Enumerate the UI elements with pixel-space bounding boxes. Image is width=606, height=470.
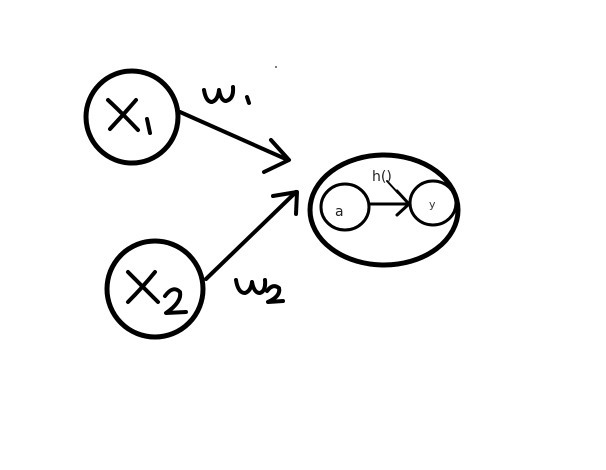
weight-w1-w-glyph	[202, 85, 236, 104]
input-node-x1-subscript-glyph	[145, 117, 152, 135]
edge-x2-to-neuron	[204, 190, 299, 281]
weight-label-w2: w2	[234, 278, 285, 304]
input-node-x2-subscript-glyph	[163, 287, 188, 315]
inner-node-a-label: a	[335, 204, 344, 220]
input-node-x1-circle	[83, 68, 181, 166]
weight-w2-subscript-glyph	[265, 284, 285, 304]
inner-node-a: a	[319, 182, 371, 232]
activation-arrow	[368, 180, 411, 217]
weight-w2-w-glyph	[234, 278, 268, 295]
input-node-x1: X1	[83, 68, 181, 166]
inner-node-a-circle	[319, 182, 371, 232]
activation-pointer-stroke	[386, 180, 399, 194]
input-node-x2-x-glyph-stroke2	[126, 270, 157, 304]
input-node-x1-x-glyph-stroke2	[108, 98, 138, 131]
edge-x1-arrowhead	[262, 138, 291, 174]
input-node-x2: X2	[104, 238, 206, 340]
stray-dot	[275, 66, 277, 68]
inner-node-y-label: y	[429, 198, 436, 211]
input-node-x2-circle	[104, 238, 206, 340]
activation-function-label: h()	[372, 169, 392, 185]
inner-node-y: y	[408, 179, 458, 227]
edge-x1-to-neuron	[178, 110, 291, 174]
neuron-outer-ellipse	[307, 152, 461, 268]
edge-x1-line	[178, 110, 290, 162]
edge-x2-arrowhead	[271, 190, 299, 216]
weight-label-w1: w1	[202, 85, 251, 105]
edge-x2-line	[204, 190, 298, 281]
inner-node-y-circle	[408, 179, 458, 227]
neuron: a h() y	[307, 152, 461, 268]
weight-w1-subscript-glyph	[245, 95, 251, 105]
